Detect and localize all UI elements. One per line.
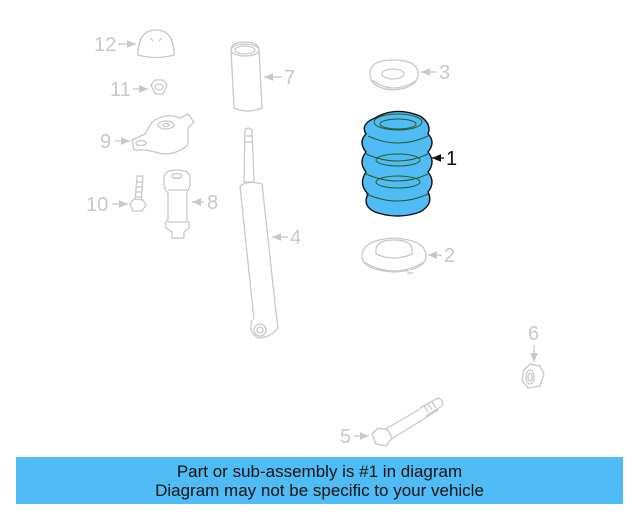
part-7-dust-boot[interactable] (230, 41, 282, 112)
callout-3: 3 (439, 62, 451, 84)
callout-4: 4 (290, 227, 302, 249)
part-6-nut[interactable] (521, 345, 545, 389)
part-11-mount-nut[interactable] (133, 79, 168, 95)
banner-line-1: Part or sub-assembly is #1 in diagram (176, 461, 463, 481)
callout-1: 1 (446, 148, 458, 170)
callout-11: 11 (110, 79, 131, 101)
info-banner: Part or sub-assembly is #1 in diagram Di… (16, 457, 623, 504)
part-5-bolt[interactable] (354, 397, 444, 447)
callout-7: 7 (284, 67, 296, 89)
part-3-upper-spring-seat[interactable] (369, 59, 436, 91)
banner-line-2: Diagram may not be specific to your vehi… (155, 480, 484, 500)
part-12-dust-cap[interactable] (118, 29, 175, 59)
part-4-shock-absorber[interactable] (239, 127, 288, 339)
part-9-upper-mount[interactable] (115, 113, 195, 155)
callout-5: 5 (340, 426, 352, 448)
callout-12: 12 (94, 34, 117, 56)
callout-6: 6 (528, 323, 540, 345)
part-1-coil-spring[interactable] (361, 110, 444, 217)
part-8-bump-stop[interactable] (163, 169, 204, 239)
callout-8: 8 (207, 192, 219, 214)
part-10-mount-bolt[interactable] (112, 175, 147, 212)
part-2-lower-spring-seat[interactable] (361, 237, 442, 274)
callout-10: 10 (86, 194, 109, 216)
callout-9: 9 (100, 131, 112, 153)
callout-2: 2 (444, 245, 456, 267)
